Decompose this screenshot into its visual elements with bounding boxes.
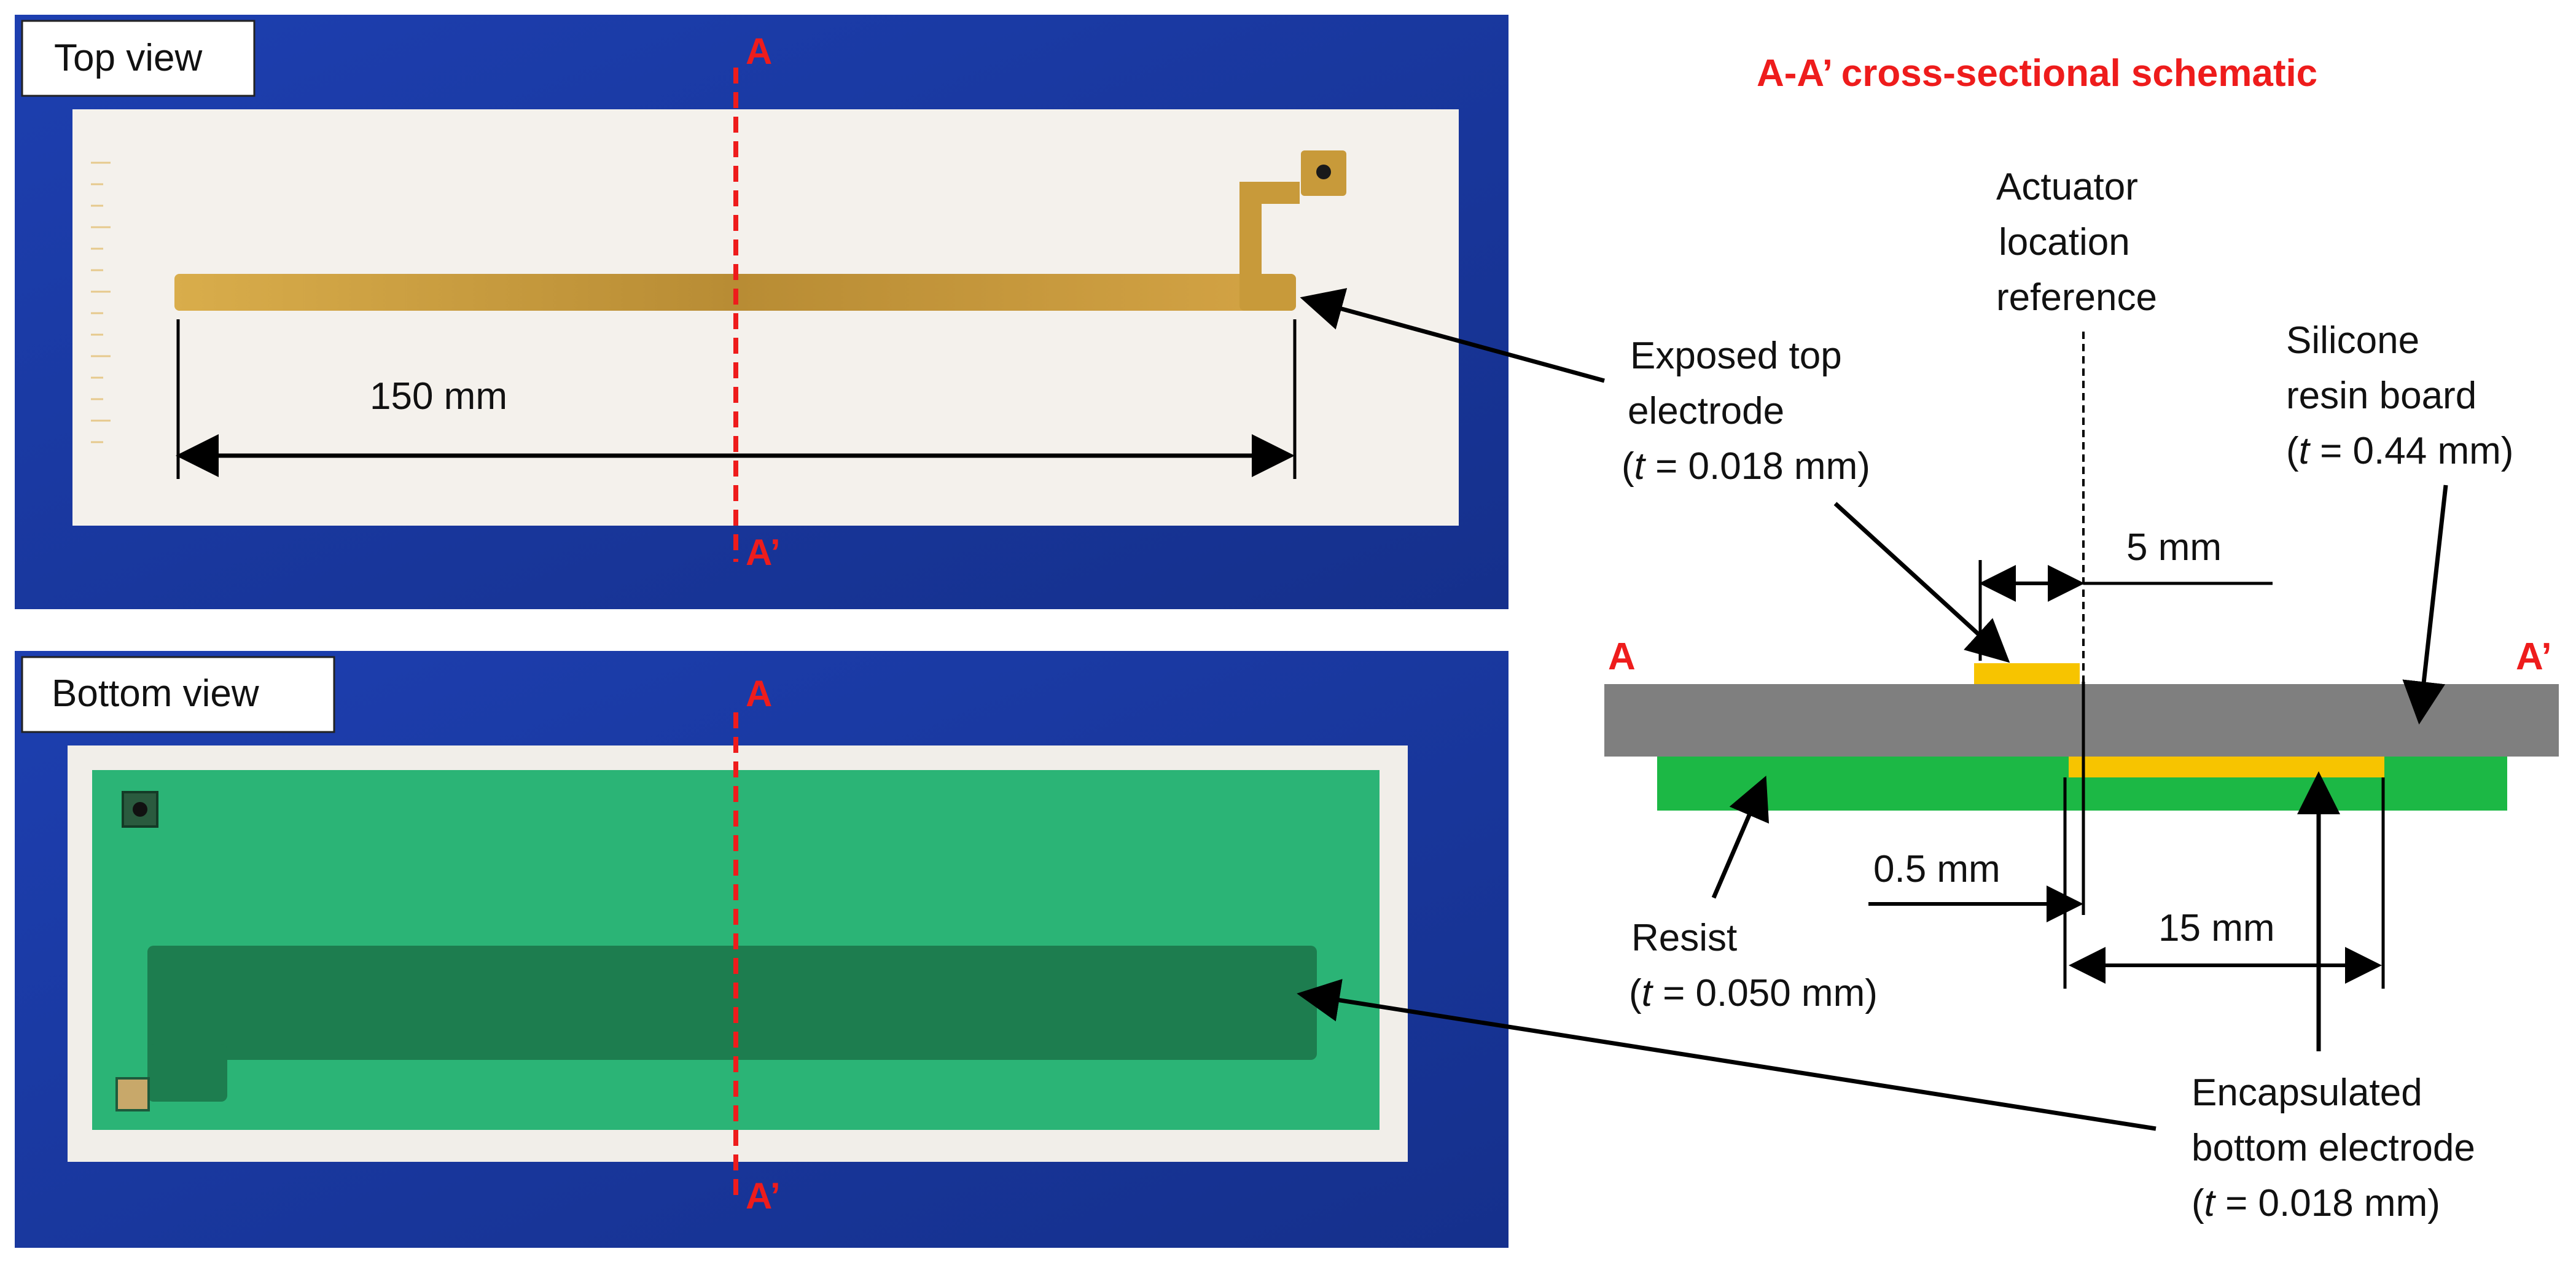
top-view-label-box bbox=[21, 20, 256, 97]
exposed-top-electrode-shape bbox=[1974, 663, 2080, 684]
bottom-view-label: Bottom view bbox=[52, 672, 259, 715]
exposed-top-leader bbox=[1833, 502, 2010, 663]
dim-5-label: 5 mm bbox=[2126, 526, 2222, 569]
silicone-thickness: (t = 0.44 mm) bbox=[2286, 430, 2513, 472]
exposed-top-label: Exposed top electrode bbox=[1628, 335, 1852, 432]
top-view-photo: A A’ Top view 150 mm bbox=[15, 15, 1509, 609]
silicone-resin-board bbox=[1604, 684, 2559, 757]
bottom-view-label-box bbox=[21, 656, 335, 733]
top-photo-leader bbox=[1300, 288, 1605, 383]
encapsulated-bottom-electrode-shape bbox=[2069, 757, 2384, 777]
bottom-encapsulated-electrode bbox=[115, 946, 1317, 1111]
exposed-top-thickness: (t = 0.018 mm) bbox=[1622, 445, 1870, 488]
dim-05-label: 0.5 mm bbox=[1873, 848, 2000, 890]
schematic-end-a: A bbox=[1608, 636, 1636, 678]
top-white-board bbox=[72, 109, 1459, 526]
resist-leader bbox=[1711, 776, 1770, 899]
encapsulated-thickness: (t = 0.018 mm) bbox=[2192, 1182, 2440, 1224]
top-marker-a-prime: A’ bbox=[746, 532, 781, 573]
top-marker-a: A bbox=[746, 31, 772, 72]
silicone-leader bbox=[2402, 485, 2448, 725]
top-gold-electrode bbox=[174, 150, 1346, 311]
bottom-marker-a: A bbox=[746, 673, 772, 714]
schematic-title: A-A’ cross-sectional schematic bbox=[1757, 52, 2317, 95]
actuator-ref-label: Actuator location reference bbox=[1996, 166, 2157, 319]
silicone-label: Silicone resin board bbox=[2286, 319, 2476, 417]
encapsulated-label: Encapsulated bottom electrode bbox=[2192, 1072, 2475, 1169]
bottom-photo-leader bbox=[1297, 979, 2156, 1131]
dim-15-label: 15 mm bbox=[2158, 907, 2274, 949]
cross-section-schematic: A-A’ cross-sectional schematic A A’ Actu… bbox=[1297, 52, 2559, 1224]
bottom-view-photo: A A’ Bottom view bbox=[15, 651, 1509, 1248]
schematic-end-a-prime: A’ bbox=[2516, 636, 2552, 678]
bottom-marker-a-prime: A’ bbox=[746, 1175, 781, 1216]
resist-thickness: (t = 0.050 mm) bbox=[1629, 972, 1878, 1014]
top-view-label: Top view bbox=[54, 37, 202, 79]
dim-150-label: 150 mm bbox=[370, 375, 507, 418]
bottom-via-pad bbox=[122, 791, 158, 828]
ruler-marks bbox=[91, 162, 111, 443]
resist-label: Resist bbox=[1631, 917, 1737, 959]
